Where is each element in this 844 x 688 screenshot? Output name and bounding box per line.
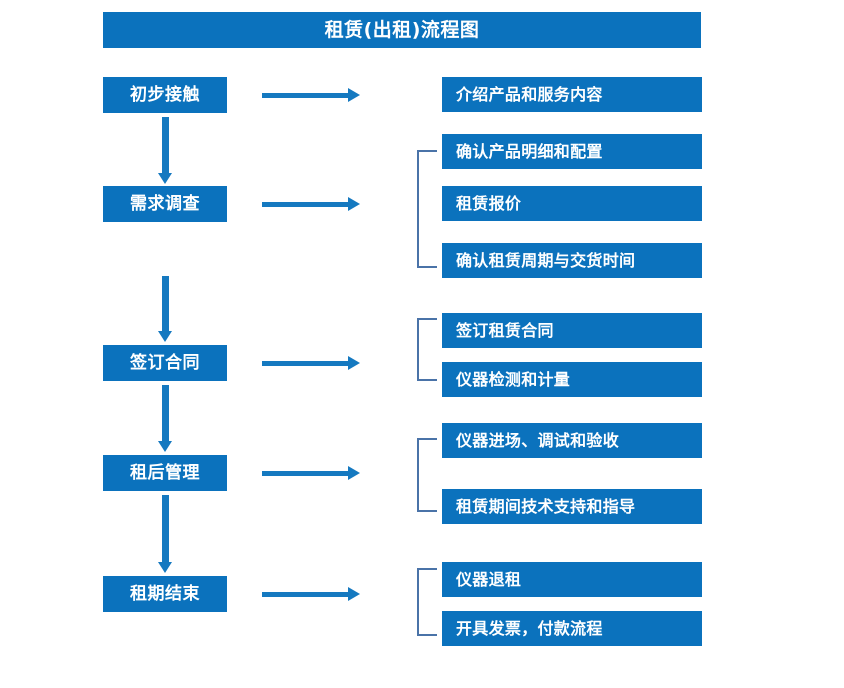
- stage-label-5: 租期结束: [130, 583, 200, 604]
- stage-node-5[interactable]: 租期结束: [103, 576, 227, 612]
- vertical-arrow-2-to-3: [158, 276, 172, 342]
- detail-node-7[interactable]: 仪器进场、调试和验收: [442, 423, 702, 458]
- horizontal-arrow-1: [262, 88, 360, 102]
- detail-node-3[interactable]: 租赁报价: [442, 186, 702, 221]
- detail-node-5[interactable]: 签订租赁合同: [442, 313, 702, 348]
- stage-label-1: 初步接触: [130, 84, 200, 105]
- detail-node-8[interactable]: 租赁期间技术支持和指导: [442, 489, 702, 524]
- detail-label-9: 仪器退租: [456, 569, 522, 589]
- detail-label-6: 仪器检测和计量: [456, 369, 571, 389]
- stage-node-3[interactable]: 签订合同: [103, 345, 227, 381]
- detail-label-3: 租赁报价: [456, 193, 522, 213]
- detail-label-4: 确认租赁周期与交货时间: [456, 250, 636, 270]
- stage-label-4: 租后管理: [130, 462, 200, 483]
- arrow-head-down-icon: [158, 562, 172, 573]
- detail-node-10[interactable]: 开具发票，付款流程: [442, 611, 702, 646]
- stage-node-1[interactable]: 初步接触: [103, 77, 227, 113]
- arrow-shaft: [262, 202, 350, 207]
- detail-node-6[interactable]: 仪器检测和计量: [442, 362, 702, 397]
- detail-node-1[interactable]: 介绍产品和服务内容: [442, 77, 702, 112]
- detail-label-5: 签订租赁合同: [456, 320, 554, 340]
- arrow-shaft: [262, 592, 350, 597]
- diagram-title: 租赁(出租)流程图: [324, 18, 480, 41]
- group-bracket-5: [417, 568, 437, 636]
- horizontal-arrow-5: [262, 587, 360, 601]
- stage-node-4[interactable]: 租后管理: [103, 455, 227, 491]
- arrow-head-down-icon: [158, 331, 172, 342]
- detail-label-1: 介绍产品和服务内容: [456, 84, 603, 104]
- vertical-arrow-3-to-4: [158, 385, 172, 452]
- arrow-head-right-icon: [348, 88, 360, 102]
- detail-node-9[interactable]: 仪器退租: [442, 562, 702, 597]
- arrow-head-down-icon: [158, 441, 172, 452]
- detail-label-7: 仪器进场、调试和验收: [456, 430, 620, 450]
- arrow-head-right-icon: [348, 466, 360, 480]
- arrow-shaft: [162, 495, 169, 562]
- detail-label-8: 租赁期间技术支持和指导: [456, 496, 636, 516]
- stage-label-3: 签订合同: [130, 352, 200, 373]
- stage-label-2: 需求调查: [130, 193, 200, 214]
- group-bracket-4: [417, 438, 437, 512]
- diagram-title-bar: 租赁(出租)流程图: [103, 12, 701, 48]
- arrow-shaft: [262, 471, 350, 476]
- detail-node-4[interactable]: 确认租赁周期与交货时间: [442, 243, 702, 278]
- group-bracket-2: [417, 150, 437, 268]
- arrow-shaft: [262, 361, 350, 366]
- stage-node-2[interactable]: 需求调查: [103, 186, 227, 222]
- horizontal-arrow-2: [262, 197, 360, 211]
- arrow-head-down-icon: [158, 173, 172, 184]
- arrow-shaft: [262, 93, 350, 98]
- arrow-shaft: [162, 117, 169, 173]
- detail-label-2: 确认产品明细和配置: [456, 141, 603, 161]
- arrow-head-right-icon: [348, 197, 360, 211]
- detail-label-10: 开具发票，付款流程: [456, 618, 603, 638]
- arrow-head-right-icon: [348, 587, 360, 601]
- vertical-arrow-4-to-5: [158, 495, 172, 573]
- horizontal-arrow-3: [262, 356, 360, 370]
- detail-node-2[interactable]: 确认产品明细和配置: [442, 134, 702, 169]
- vertical-arrow-1-to-2: [158, 117, 172, 184]
- arrow-head-right-icon: [348, 356, 360, 370]
- arrow-shaft: [162, 385, 169, 441]
- arrow-shaft: [162, 276, 169, 331]
- horizontal-arrow-4: [262, 466, 360, 480]
- group-bracket-3: [417, 318, 437, 381]
